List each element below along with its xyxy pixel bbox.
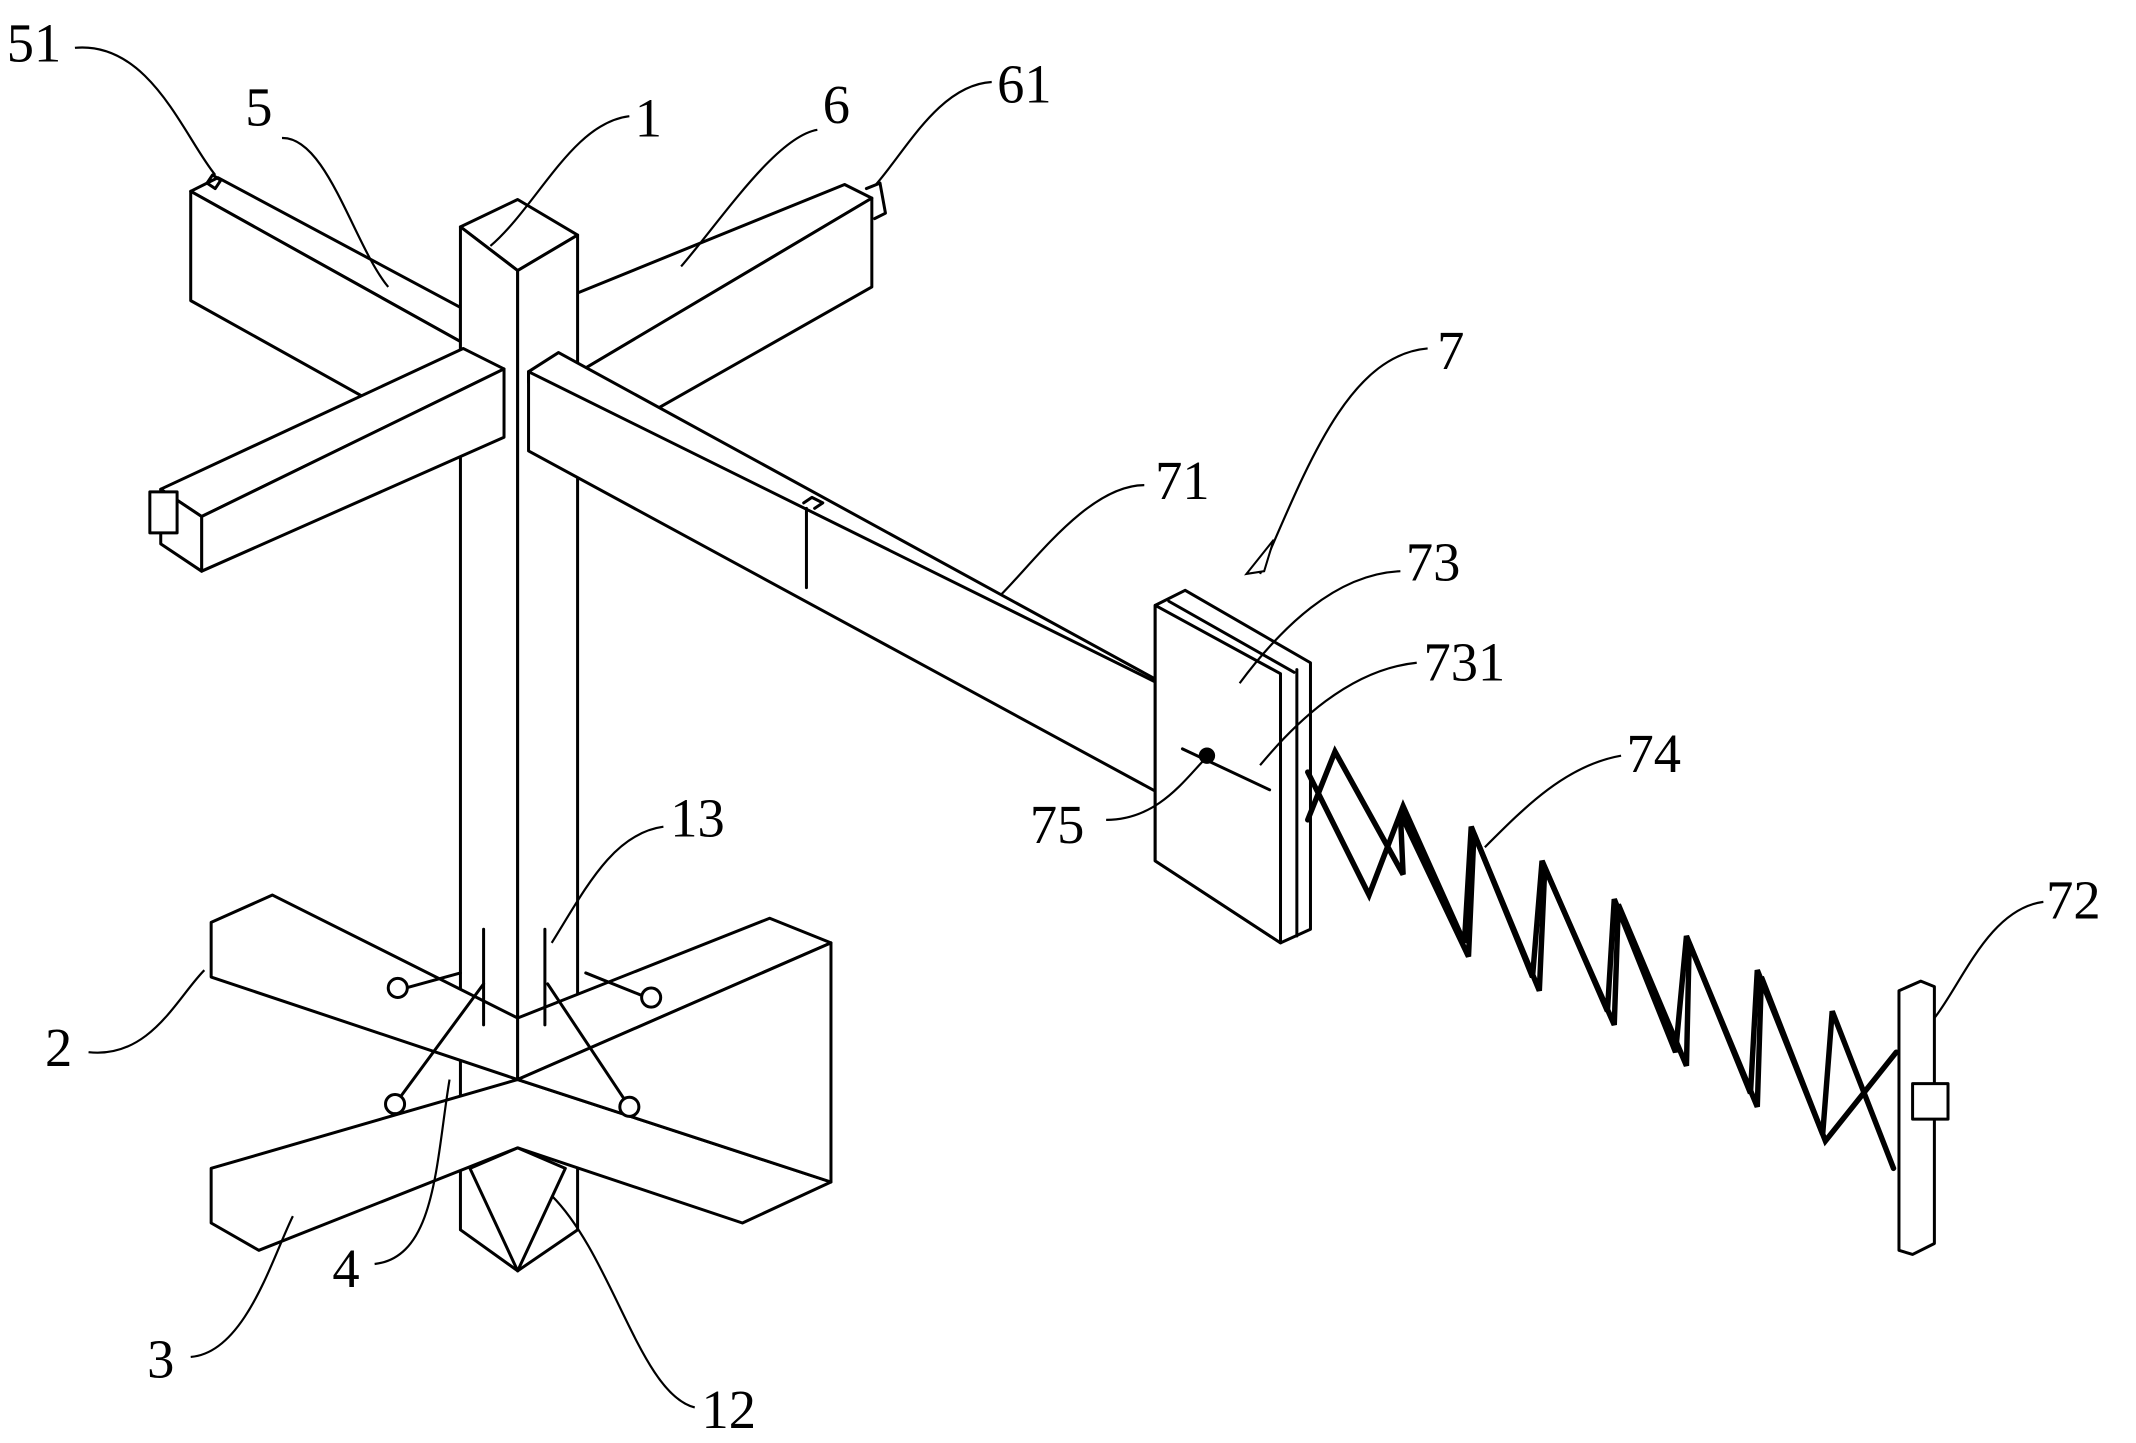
label-12: 12: [702, 1379, 756, 1440]
beam-front-left: [148, 346, 506, 573]
label-51: 51: [7, 12, 61, 73]
label-2: 2: [45, 1017, 72, 1078]
beam-71: [527, 351, 1160, 795]
label-731: 731: [1424, 631, 1506, 692]
label-6: 6: [823, 74, 850, 135]
slot-51: [205, 173, 223, 191]
panel-73: [1153, 588, 1312, 945]
label-1: 1: [635, 88, 662, 149]
label-71: 71: [1155, 450, 1209, 511]
label-4: 4: [332, 1238, 359, 1299]
label-61: 61: [997, 53, 1051, 114]
label-72: 72: [2046, 869, 2100, 930]
label-5: 5: [245, 77, 272, 138]
label-7: 7: [1437, 320, 1464, 381]
reference-labels: 51 5 1 6 61 7 71 73 731 75 74 72 13 2 3 …: [7, 12, 2101, 1440]
label-74: 74: [1627, 723, 1681, 784]
label-3: 3: [147, 1328, 174, 1389]
leader-lines: [74, 46, 2044, 1409]
braces-4: [384, 927, 663, 1118]
rod-731: [1180, 747, 1272, 792]
scissor-arm-74: [1305, 745, 1899, 1172]
base-cross: [209, 893, 833, 1273]
label-13: 13: [670, 787, 724, 848]
slot-61: [864, 181, 887, 221]
label-75: 75: [1030, 794, 1084, 855]
end-bar-72: [1897, 979, 1950, 1256]
label-73: 73: [1406, 532, 1460, 593]
